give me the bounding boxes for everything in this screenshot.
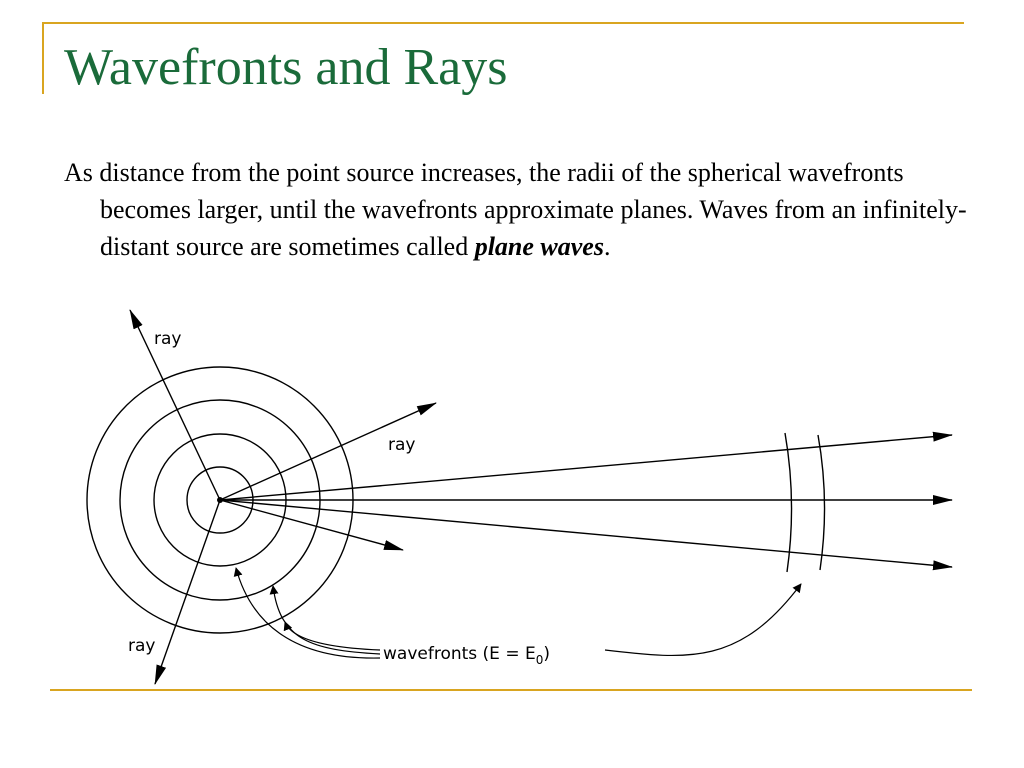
left-rule [42, 22, 44, 94]
ray-label-bottom: ray [128, 636, 155, 656]
paragraph-end: . [603, 232, 611, 261]
wavefronts-label-subscript: 0 [536, 653, 544, 667]
plane-waves-term: plane waves [474, 232, 604, 261]
callout-arrow-2 [269, 585, 381, 655]
wavefronts-label: wavefronts (E = E0) [383, 644, 550, 667]
ray-label-top: ray [154, 329, 181, 349]
ray-far-upper [219, 431, 953, 501]
slide-title: Wavefronts and Rays [64, 39, 508, 96]
ray-down [154, 499, 221, 685]
wavefronts-label-close: ) [543, 644, 550, 664]
ray-upper-right [219, 402, 437, 501]
ray-up [129, 309, 221, 501]
plane-wavefront-2 [817, 434, 826, 571]
bottom-rule [50, 689, 972, 691]
callout-arrow-3 [233, 567, 381, 659]
wavefronts-label-main: wavefronts (E = E [383, 644, 536, 664]
body-paragraph: As distance from the point source increa… [64, 154, 990, 265]
plane-wavefront-1 [784, 432, 793, 573]
ray-lower-right [219, 499, 404, 551]
ray-label-right: ray [388, 435, 415, 455]
ray-far-lower [219, 499, 953, 571]
top-rule [42, 22, 964, 24]
callout-arrow-4 [604, 583, 802, 657]
paragraph-text: As distance from the point source increa… [64, 158, 967, 261]
